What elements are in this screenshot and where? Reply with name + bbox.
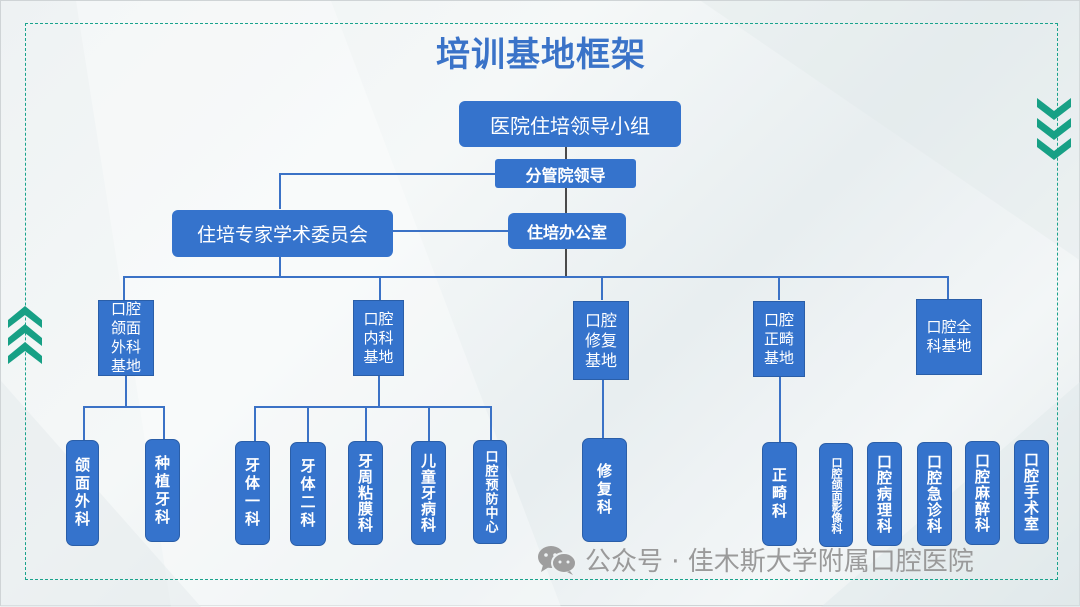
dept-implant-dentistry[interactable]: 种植牙科: [145, 439, 180, 542]
connector-base-0: [123, 276, 125, 300]
dept-label: 口腔急诊科: [925, 454, 943, 534]
base-general-dentistry[interactable]: 口腔全科基地: [916, 299, 982, 375]
dept-periodontics-mucosa[interactable]: 牙周粘膜科: [348, 441, 383, 545]
dept-oral-pathology[interactable]: 口腔病理科: [867, 442, 902, 546]
dept-label: 口腔麻醉科: [973, 453, 991, 533]
connector-base0-down: [125, 375, 127, 407]
connector-base1-horizontal: [254, 406, 491, 408]
dept-endodontics-2[interactable]: 牙体二科: [290, 442, 326, 546]
connector-base3-down: [779, 376, 781, 443]
connector-base-1: [379, 276, 381, 300]
dept-label: 种植牙科: [153, 454, 171, 527]
dept-oral-operating-room[interactable]: 口腔手术室: [1014, 440, 1049, 544]
chevron-up-triple-icon: [8, 306, 42, 364]
connector-dept-0: [83, 406, 85, 441]
vice-leader-label: 分管院领导: [525, 165, 606, 185]
dept-label: 口腔颌面影像科: [830, 456, 843, 534]
dept-label: 牙周粘膜科: [356, 453, 374, 533]
dept-oral-radiology[interactable]: 口腔颌面影像科: [819, 443, 853, 547]
connector-dept-2: [254, 406, 256, 442]
base-label: 口腔内科基地: [363, 309, 394, 366]
base-label: 口腔修复基地: [584, 310, 617, 370]
dept-maxillofacial-surgery[interactable]: 颌面外科: [66, 440, 99, 546]
dept-oral-anesthesia[interactable]: 口腔麻醉科: [965, 441, 1000, 545]
vice-leader-box[interactable]: 分管院领导: [495, 159, 636, 188]
committee-box[interactable]: 住培专家学术委员会: [172, 210, 393, 257]
dept-label: 牙体一科: [243, 457, 261, 529]
connector-dept-5: [428, 406, 430, 442]
dept-oral-emergency[interactable]: 口腔急诊科: [917, 442, 952, 546]
wechat-icon: [538, 545, 577, 575]
dashed-frame: [25, 23, 1058, 580]
connector-base-3: [778, 276, 780, 300]
office-box[interactable]: 住培办公室: [508, 213, 626, 249]
dept-preventive-center[interactable]: 口腔预防中心: [473, 440, 507, 544]
base-prosthodontics[interactable]: 口腔修复基地: [573, 301, 629, 380]
connector-dept-6: [490, 406, 492, 442]
dept-label: 口腔预防中心: [482, 450, 498, 534]
connector-base-2: [601, 276, 603, 300]
committee-label: 住培专家学术委员会: [196, 224, 368, 246]
connector-base2-down: [602, 379, 604, 439]
connector-dept-3: [307, 406, 309, 442]
page-title: 培训基地框架: [436, 35, 646, 75]
connector-committee-office: [392, 230, 508, 232]
base-oral-maxillofacial-surgery[interactable]: 口腔颌面外科基地: [98, 300, 154, 376]
dept-label: 修复科: [595, 463, 613, 517]
dept-label: 口腔病理科: [875, 454, 893, 534]
dept-label: 口腔手术室: [1022, 452, 1040, 532]
connector-base1-down: [378, 375, 380, 407]
connector-dept-4: [365, 406, 367, 442]
base-label: 口腔全科基地: [926, 318, 972, 355]
base-label: 口腔颌面外科基地: [110, 300, 141, 375]
connector-committee-up: [279, 173, 281, 209]
dept-label: 颌面外科: [73, 457, 91, 529]
dept-prosthodontics[interactable]: 修复科: [582, 438, 627, 542]
connector-committee-down: [279, 257, 281, 277]
connector-main-vertical: [565, 147, 567, 277]
watermark: 公众号 · 佳木斯大学附属口腔医院: [537, 541, 974, 578]
connector-bases-horizontal: [123, 276, 948, 278]
dept-orthodontics[interactable]: 正畸科: [762, 442, 797, 546]
base-orthodontics[interactable]: 口腔正畸基地: [753, 301, 805, 377]
base-label: 口腔正畸基地: [763, 310, 794, 367]
leadership-group-label: 医院住培领导小组: [490, 113, 650, 138]
chevron-down-triple-icon: [1037, 98, 1071, 160]
dept-endodontics-1[interactable]: 牙体一科: [235, 441, 270, 545]
connector-base0-horizontal: [83, 406, 164, 408]
dept-label: 牙体二科: [298, 458, 317, 530]
dept-label: 儿童牙病科: [419, 453, 437, 533]
office-label: 住培办公室: [526, 223, 607, 242]
watermark-text: 公众号 · 佳木斯大学附属口腔医院: [585, 547, 974, 577]
connector-base-4: [947, 276, 949, 300]
dept-pediatric-dentistry[interactable]: 儿童牙病科: [411, 441, 446, 545]
dept-label: 正畸科: [770, 467, 788, 521]
leadership-group-box[interactable]: 医院住培领导小组: [459, 101, 681, 147]
connector-vice-to-committee: [279, 173, 497, 175]
base-oral-internal-medicine[interactable]: 口腔内科基地: [353, 300, 404, 376]
connector-dept-1: [163, 406, 165, 440]
